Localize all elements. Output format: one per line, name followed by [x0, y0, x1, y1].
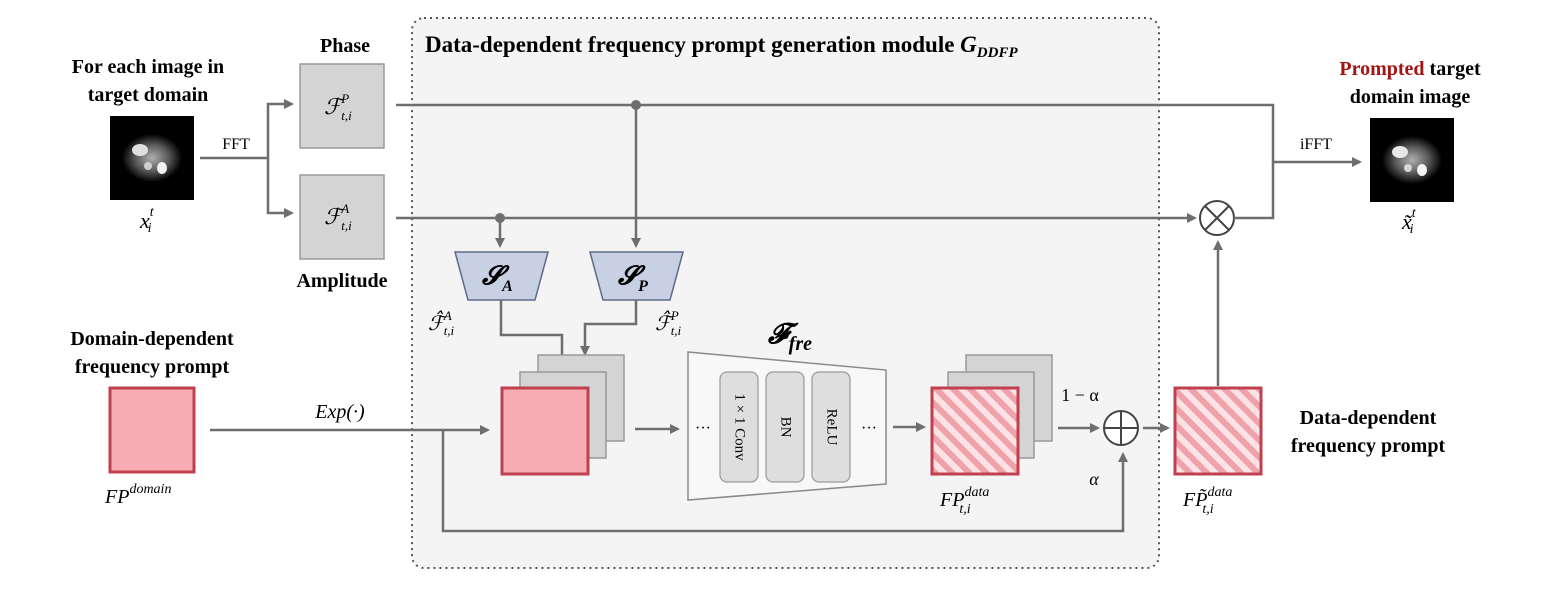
phase-label: Phase — [320, 35, 370, 57]
ffre-layer-relu — [811, 371, 851, 483]
phase-box — [299, 63, 385, 149]
domain-prompt-box — [108, 386, 196, 474]
alpha-label: α — [1089, 469, 1099, 489]
ffre-layer-bn — [765, 371, 805, 483]
ffre-symbol: 𝓕fre — [767, 319, 812, 355]
ffre-layer-relu-label: ReLU — [824, 409, 840, 446]
ifft-label: iFFT — [1300, 136, 1332, 153]
fp-data-box — [930, 386, 1020, 476]
data-prompt-label-line1: Data-dependent — [1300, 407, 1437, 429]
output-caption-line2: domain image — [1350, 86, 1471, 108]
amplitude-box — [299, 174, 385, 260]
ffre-ellipsis-left: ··· — [695, 420, 711, 437]
sampler-p — [589, 251, 684, 301]
sampler-a-to-stack-arrow — [499, 300, 567, 370]
sampler-p-to-stack-arrow — [580, 300, 638, 356]
ffre-layer-conv-label: 1 × 1 Conv — [732, 393, 748, 461]
alpha-bypass-line — [441, 430, 1128, 533]
input-image — [110, 116, 194, 200]
module-title: Data-dependent frequency prompt generati… — [425, 32, 1018, 61]
input-caption-line2: target domain — [88, 84, 209, 106]
output-image — [1370, 118, 1454, 202]
phase-line — [396, 103, 1362, 167]
domain-prompt-symbol: FPdomain — [104, 482, 171, 508]
amplitude-label: Amplitude — [296, 270, 387, 292]
ffre-layer-bn-label: BN — [778, 417, 794, 438]
stack-prompt-box — [500, 386, 590, 476]
fft-to-phase-arrow — [266, 99, 294, 158]
domain-prompt-label-line2: frequency prompt — [75, 356, 230, 378]
fft-to-amplitude-arrow — [266, 158, 294, 218]
multiply-node — [1199, 200, 1235, 236]
add-node — [1103, 410, 1139, 446]
input-caption-line1: For each image in — [72, 56, 224, 78]
domain-prompt-label-line1: Domain-dependent — [70, 328, 234, 350]
fft-label: FFT — [222, 136, 250, 153]
data-prompt-box — [1173, 386, 1263, 476]
ffre-ellipsis-right: ··· — [861, 420, 877, 437]
exp-label: Exp(·) — [314, 401, 365, 423]
sampler-a — [454, 251, 549, 301]
output-caption-line1: Prompted target — [1339, 58, 1481, 80]
multiply-to-ifft-line — [1234, 162, 1275, 220]
one-minus-alpha-label: 1 − α — [1061, 385, 1099, 405]
data-prompt-label-line2: frequency prompt — [1291, 435, 1446, 457]
ffre-layer-conv — [719, 371, 759, 483]
